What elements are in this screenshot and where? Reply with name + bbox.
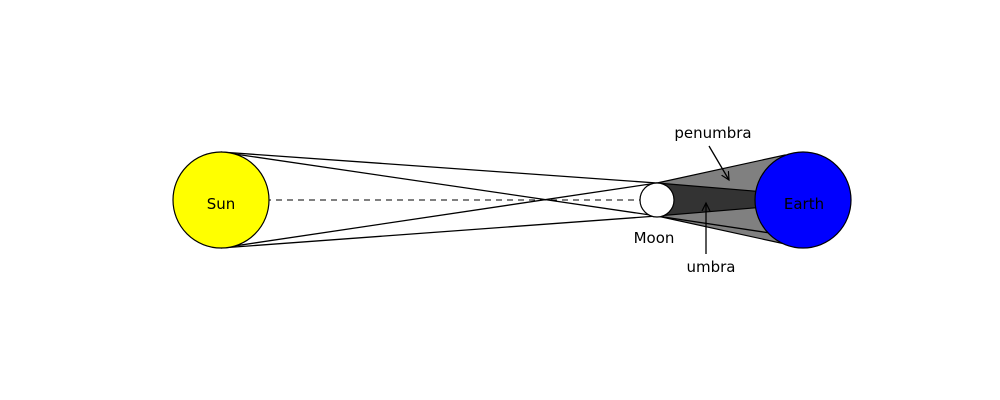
penumbra-arrow [708, 145, 729, 180]
moon-label: Moon [634, 229, 675, 247]
moon-circle [639, 182, 675, 218]
cross-ray-up [220, 182, 658, 249]
sun-label: Sun [207, 195, 236, 213]
penumbra-label: penumbra [674, 124, 751, 142]
umbra-label: umbra [687, 258, 736, 276]
outer-ray-bottom [220, 215, 658, 249]
earth-label: Earth [784, 195, 824, 213]
cross-ray-down [220, 151, 658, 217]
outer-ray-top [220, 151, 658, 184]
sun-circle [172, 151, 270, 249]
earth-circle [754, 151, 852, 249]
